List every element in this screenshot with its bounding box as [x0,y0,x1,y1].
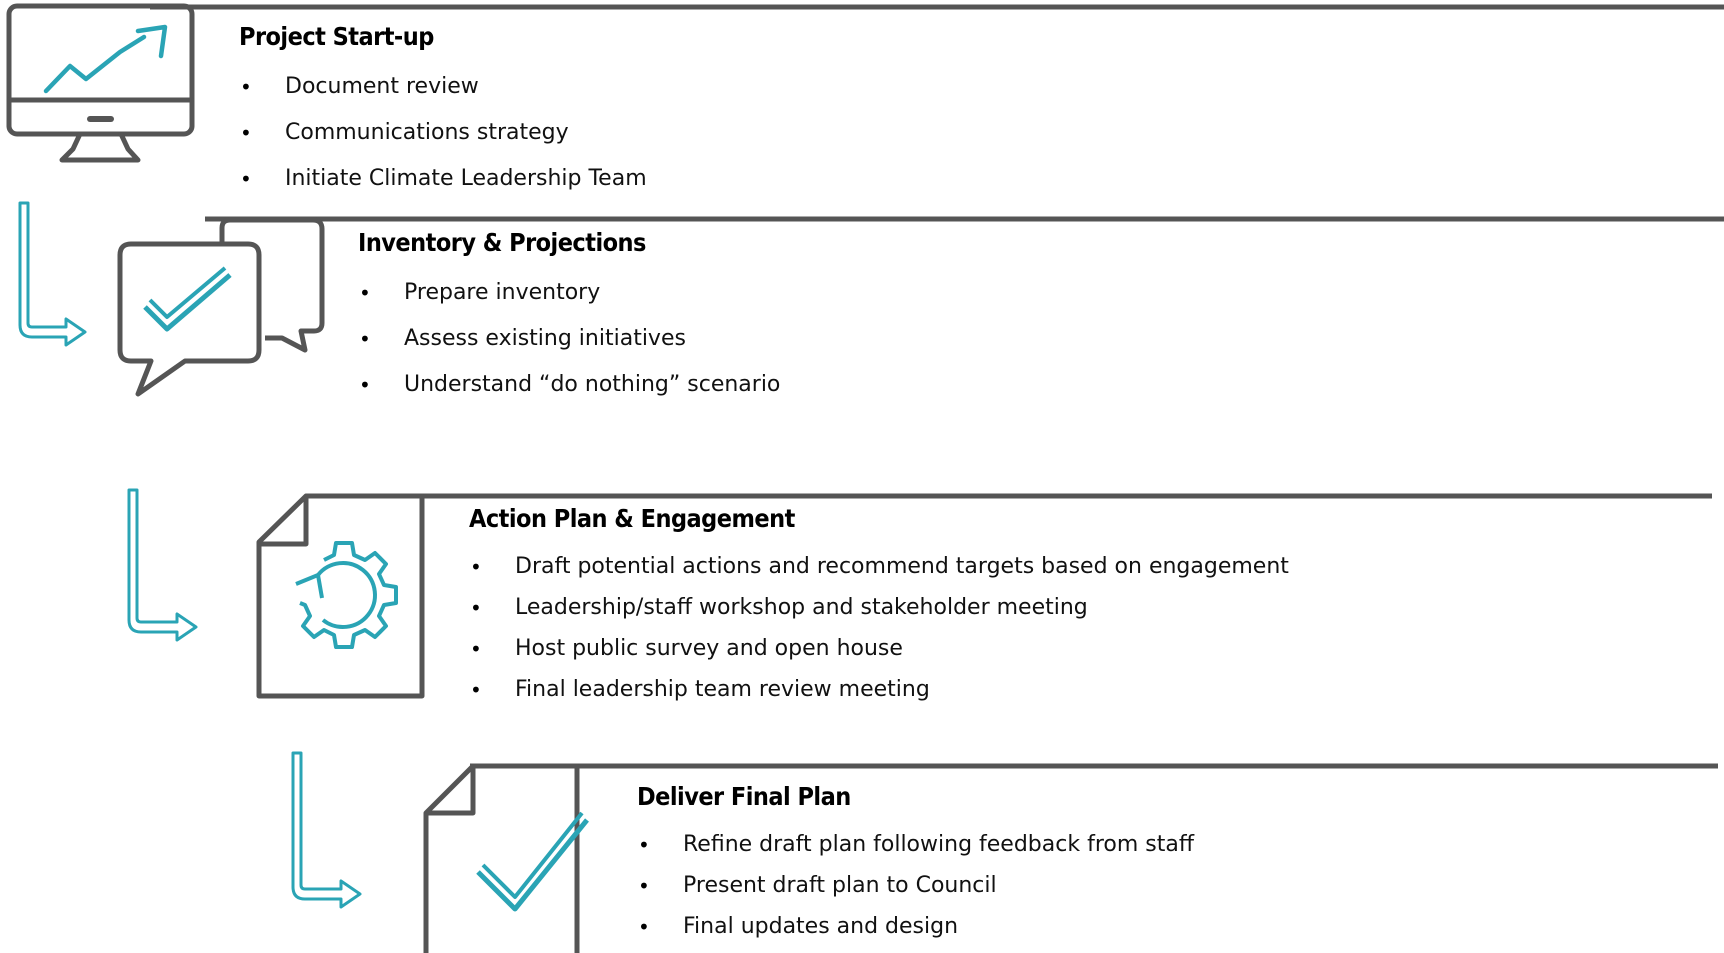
stage-2-item: Prepare inventory [359,278,780,324]
stage-4-item: Present draft plan to Council [638,871,1194,912]
stage-1-item: Communications strategy [240,118,647,164]
stage-3-item: Host public survey and open house [470,634,1289,675]
flow-arrow-1 [18,201,87,347]
stage-4-item: Refine draft plan following feedback fro… [638,830,1194,871]
stage-1-item: Initiate Climate Leadership Team [240,164,647,210]
stage-4-title: Deliver Final Plan [637,782,851,811]
stage-3-title: Action Plan & Engagement [469,504,795,533]
stage-4-list: Refine draft plan following feedback fro… [638,830,1194,953]
stage-3-list: Draft potential actions and recommend ta… [470,552,1289,716]
stage-2-list: Prepare inventory Assess existing initia… [359,278,780,416]
document-gear-icon [256,493,425,699]
stage-2-item: Understand “do nothing” scenario [359,370,780,416]
stage-1-item: Document review [240,72,647,118]
stage-1-title: Project Start-up [239,22,434,51]
monitor-chart-icon [6,3,195,163]
stage-2-title: Inventory & Projections [358,228,646,257]
flow-arrow-3 [291,751,362,909]
speech-bubbles-check-icon [117,217,325,397]
stage-3-item: Final leadership team review meeting [470,675,1289,716]
stage-3-item: Draft potential actions and recommend ta… [470,552,1289,593]
stage-2-item: Assess existing initiatives [359,324,780,370]
document-check-icon [423,763,589,953]
stage-3-item: Leadership/staff workshop and stakeholde… [470,593,1289,634]
stage-4-item: Final updates and design [638,912,1194,953]
stage-1-list: Document review Communications strategy … [240,72,647,210]
flow-arrow-2 [127,488,198,642]
